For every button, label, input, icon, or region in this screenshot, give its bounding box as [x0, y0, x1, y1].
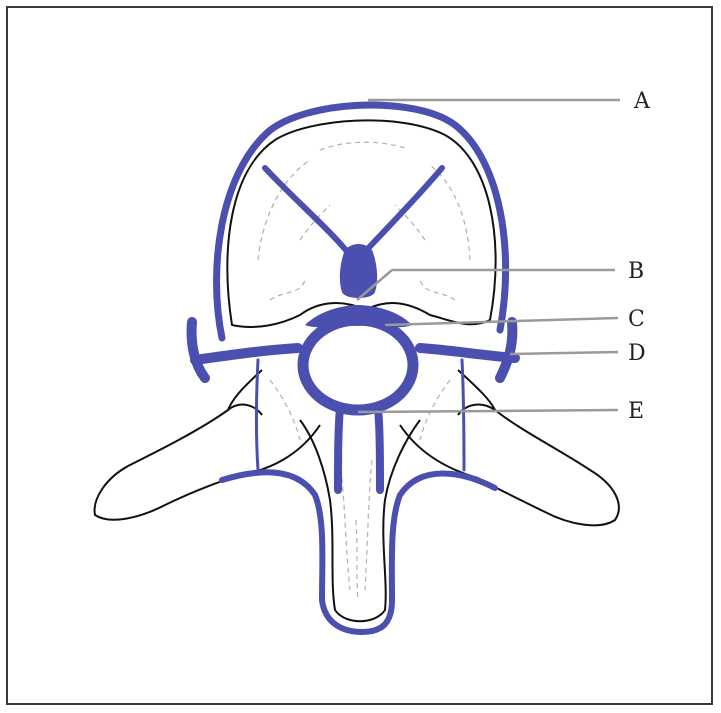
- anterior-external-vein: [217, 105, 506, 338]
- posterior-external-vein: [222, 472, 495, 632]
- left-transverse-process: [95, 370, 262, 520]
- posterior-internal-vein-left: [338, 408, 340, 490]
- basivertebral-branch-left: [265, 168, 350, 255]
- venous-fills: [305, 244, 412, 327]
- lateral-thin-vein-left: [257, 360, 259, 470]
- trabecular-texture: [258, 142, 470, 600]
- leader-lines: [357, 100, 620, 412]
- basivertebral-vein: [340, 244, 377, 298]
- label-a: A: [633, 89, 651, 114]
- lateral-thin-vein-right: [462, 360, 464, 470]
- label-b: B: [628, 259, 644, 284]
- bone-outline: [95, 120, 619, 621]
- label-c: C: [628, 307, 645, 332]
- transverse-vein: [195, 348, 515, 360]
- label-e: E: [628, 399, 644, 424]
- right-transverse-process: [458, 370, 619, 525]
- venous-plexus: [192, 105, 515, 632]
- basivertebral-branch-right: [362, 168, 442, 255]
- internal-venous-ring: [303, 320, 413, 410]
- left-lateral-vein: [192, 322, 205, 378]
- label-d: D: [628, 341, 646, 366]
- posterior-internal-vein-right: [378, 408, 380, 490]
- leader-line-d: [510, 352, 618, 354]
- leader-line-e: [358, 410, 618, 412]
